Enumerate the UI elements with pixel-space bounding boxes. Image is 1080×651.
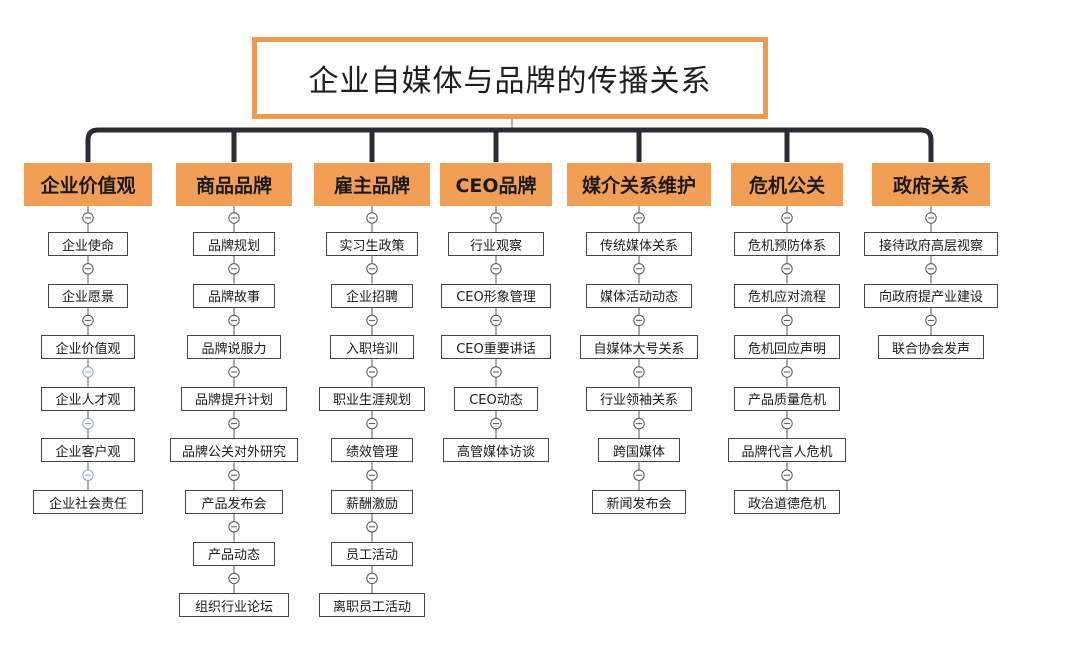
leaf-node: 接待政府高层视察	[864, 232, 998, 256]
leaf-node: 品牌提升计划	[181, 386, 287, 411]
leaf-node: 危机预防体系	[734, 232, 840, 256]
leaf-node: 品牌规划	[193, 232, 275, 256]
branch-header: 媒介关系维护	[567, 163, 711, 206]
branch-header: 雇主品牌	[314, 163, 430, 206]
branch-header: 商品品牌	[176, 163, 292, 206]
leaf-node: CEO形象管理	[441, 283, 551, 308]
leaf-node: 薪酬激励	[331, 490, 413, 514]
leaf-node: 危机回应声明	[734, 335, 840, 360]
leaf-node: 向政府提产业建设	[864, 283, 998, 308]
top-bracket	[85, 127, 934, 162]
root-title: 企业自媒体与品牌的传播关系	[252, 37, 768, 119]
branch-header: 危机公关	[731, 163, 843, 206]
leaf-node: 联合协会发声	[878, 335, 984, 360]
leaf-node: 离职员工活动	[319, 593, 425, 618]
leaf-node: 企业社会责任	[33, 490, 143, 514]
leaf-node: 高管媒体访谈	[443, 438, 549, 463]
leaf-node: 企业客户观	[41, 438, 135, 463]
leaf-node: 员工活动	[331, 541, 413, 566]
leaf-node: 企业招聘	[331, 283, 413, 308]
leaf-node: 品牌说服力	[187, 335, 281, 360]
leaf-node: 政治道德危机	[734, 490, 840, 514]
leaf-node: 跨国媒体	[598, 438, 680, 463]
leaf-node: 品牌故事	[193, 283, 275, 308]
branch-header: 企业价值观	[24, 163, 152, 206]
leaf-node: 危机应对流程	[734, 283, 840, 308]
leaf-node: 行业领袖关系	[586, 386, 692, 411]
leaf-node: 产品发布会	[185, 490, 283, 514]
leaf-node: 组织行业论坛	[179, 593, 289, 618]
leaf-node: 绩效管理	[331, 438, 413, 463]
leaf-node: 实习生政策	[326, 232, 418, 256]
leaf-node: 企业价值观	[41, 335, 135, 360]
leaf-node: 产品质量危机	[734, 386, 840, 411]
leaf-node: 新闻发布会	[592, 490, 686, 514]
leaf-node: 媒体活动动态	[586, 283, 692, 308]
leaf-node: 品牌代言人危机	[728, 438, 846, 463]
leaf-node: CEO重要讲话	[441, 335, 551, 360]
leaf-node: 企业愿景	[48, 283, 128, 308]
leaf-node: 产品动态	[193, 541, 275, 566]
leaf-node: CEO动态	[454, 386, 538, 411]
leaf-node: 行业观察	[448, 232, 544, 256]
branch-header: 政府关系	[872, 163, 990, 206]
leaf-node: 企业使命	[48, 232, 128, 256]
branch-header: CEO品牌	[440, 163, 552, 206]
leaf-node: 品牌公关对外研究	[170, 438, 298, 463]
leaf-node: 职业生涯规划	[319, 386, 425, 411]
leaf-node: 入职培训	[330, 335, 414, 360]
leaf-node: 传统媒体关系	[586, 232, 692, 256]
leaf-node: 自媒体大号关系	[580, 335, 698, 360]
leaf-node: 企业人才观	[41, 386, 135, 411]
